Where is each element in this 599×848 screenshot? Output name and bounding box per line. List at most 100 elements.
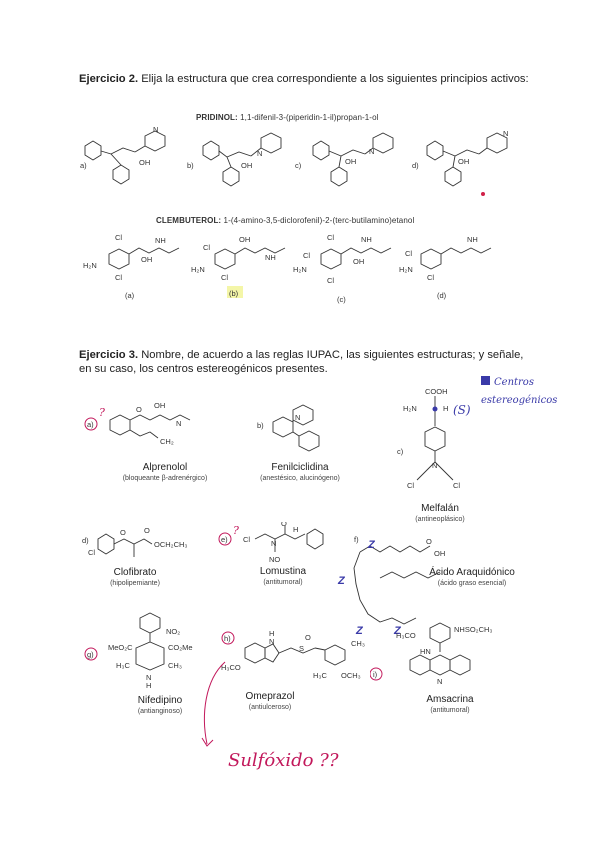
h-h3c: H₃C [313, 671, 327, 680]
amsacrina-structure: i) H₃CO NHSO₂CH₃ HN N [370, 622, 492, 686]
compound-note-b: (anestésico, alucinógeno) [260, 475, 340, 482]
cl-ring-d [420, 248, 442, 270]
letter-b: b) [257, 421, 264, 430]
compound-note-g: (antianginoso) [137, 708, 183, 715]
c-cl-right: Cl [453, 481, 460, 490]
h-h: H [269, 629, 274, 638]
oh-cb: OH [239, 235, 250, 244]
letter-d: d) [82, 536, 89, 545]
clembuterol-heading: CLEMBUTEROL: 1-(4-amino-3,5-diclorofenil… [156, 216, 414, 225]
d-o-carbonyl: O [144, 526, 150, 535]
nh-d: NH [467, 235, 478, 244]
letter-circle-i [370, 667, 383, 681]
exercise-3-heading: Ejercicio 3. Nombre, de acuerdo a las re… [79, 348, 529, 376]
cl-ring-b [214, 248, 236, 270]
ring-a1 [84, 140, 102, 161]
z-mark-2: Z [337, 575, 346, 587]
h-och3: OCH₃ [341, 671, 361, 680]
alprenolol-structure: a) O OH N CH₂ ? [84, 401, 191, 446]
letter-a: a) [87, 420, 94, 429]
exercise-3-text: Nombre, de acuerdo a las reglas IUPAC, l… [79, 349, 524, 375]
option-a: a) [80, 161, 87, 170]
cl-c-mid: Cl [303, 251, 310, 260]
option-d-bottom: (d) [437, 291, 447, 300]
compound-name-c: Melfalán [421, 503, 459, 514]
fenilciclidina-structure: b) N [257, 404, 320, 452]
option-a-bottom: (a) [125, 291, 135, 300]
a-n: N [176, 419, 181, 428]
omeprazol-structure: h) H₃CO H N S O CH₃ H₃C OCH₃ [221, 629, 365, 680]
exercise-2-text: Elija la estructura que crea correspondi… [138, 73, 529, 85]
c-cl-left: Cl [407, 481, 414, 490]
compound-name-i: Amsacrina [426, 694, 474, 705]
pridinol-heading: PRIDINOL: 1,1-difenil-3-(piperidin-1-il)… [196, 113, 379, 122]
option-b: b) [187, 161, 194, 170]
d-o: O [120, 528, 126, 537]
d-oc2h5: OCH₂CH₃ [154, 540, 187, 549]
question-mark-1: ? [99, 406, 105, 419]
melfalan-structure: COOH H₂N H c) N Cl Cl (S) [397, 387, 471, 490]
sulfoxide-note: Sulfóxido ?? [228, 750, 339, 771]
highlight-b [227, 286, 243, 298]
exercise-2-title: Ejercicio 2. [79, 73, 139, 85]
nh-b: NH [265, 253, 276, 262]
pridinol-options: a) b) c) d) OH OH OH OH N N N N [80, 125, 508, 196]
s-annotation: (S) [453, 403, 471, 417]
g-h3c: H₃C [116, 661, 130, 670]
cl-a-bot: Cl [115, 273, 122, 282]
z-mark-1: Z [367, 539, 376, 551]
h-o: O [305, 633, 311, 642]
highlight-mark [481, 192, 485, 196]
compound-note-f: (ácido graso esencial) [437, 580, 507, 587]
compound-name-e: Lomustina [259, 566, 307, 577]
ring-d1 [426, 140, 444, 161]
letter-circle-g [84, 647, 98, 661]
stereocenter-dot [432, 406, 438, 412]
cl-d-top: Cl [405, 249, 412, 258]
stereocenter-legend: Centros estereogénicos [481, 372, 591, 408]
ring-c3 [372, 132, 394, 154]
i-h3co: H₃CO [396, 631, 416, 640]
compound-name-a: Alprenolol [142, 462, 188, 473]
cl-b-bot: Cl [221, 273, 228, 282]
ring-b3 [260, 132, 282, 154]
clembuterol-label: CLEMBUTEROL: [156, 216, 222, 225]
ring-c1 [312, 140, 330, 161]
g-meo2c: MeO₂C [108, 643, 133, 652]
oh-c: OH [345, 157, 356, 166]
i-nhso2ch3: NHSO₂CH₃ [454, 625, 492, 634]
compound-name-b: Fenilciclidina [271, 462, 329, 473]
oh-a: OH [139, 158, 150, 167]
g-h: H [146, 681, 151, 690]
pridinol-iupac: 1,1-difenil-3-(piperidin-1-il)propan-1-o… [237, 113, 379, 122]
oh-d: OH [458, 157, 469, 166]
a-o: O [136, 405, 142, 414]
letter-h: h) [224, 634, 231, 643]
legend-text: Centros estereogénicos [481, 377, 558, 406]
h-n: N [269, 637, 274, 646]
n-c: N [369, 147, 374, 156]
a-oh: OH [154, 401, 165, 410]
lomustina-structure: e) Cl N O H NO ? [218, 522, 324, 564]
ring-b2 [222, 166, 240, 187]
nh-c: NH [361, 235, 372, 244]
compound-name-f: Ácido Araquidónico [429, 567, 515, 578]
letter-c: c) [397, 447, 404, 456]
option-c-bottom: (c) [337, 295, 346, 304]
e-nh: H [293, 525, 298, 534]
letter-i: i) [373, 670, 378, 679]
option-c: c) [295, 161, 302, 170]
n-a: N [153, 125, 158, 134]
legend-swatch [481, 376, 490, 386]
clembuterol-options: Cl Cl H₂N NH OH (a) OH NH Cl Cl H₂N (b) … [83, 233, 492, 304]
oh-b: OH [241, 161, 252, 170]
compound-note-d: (hipolipemiante) [110, 580, 160, 587]
cl-ring-a [108, 248, 130, 270]
h2n-c: H₂N [293, 265, 307, 274]
c-h: H [443, 404, 448, 413]
cl-c-bot: Cl [327, 276, 334, 285]
option-d: d) [412, 161, 419, 170]
cl-d-bot: Cl [427, 273, 434, 282]
h2n-b: H₂N [191, 265, 205, 274]
ring-a2 [112, 164, 130, 185]
